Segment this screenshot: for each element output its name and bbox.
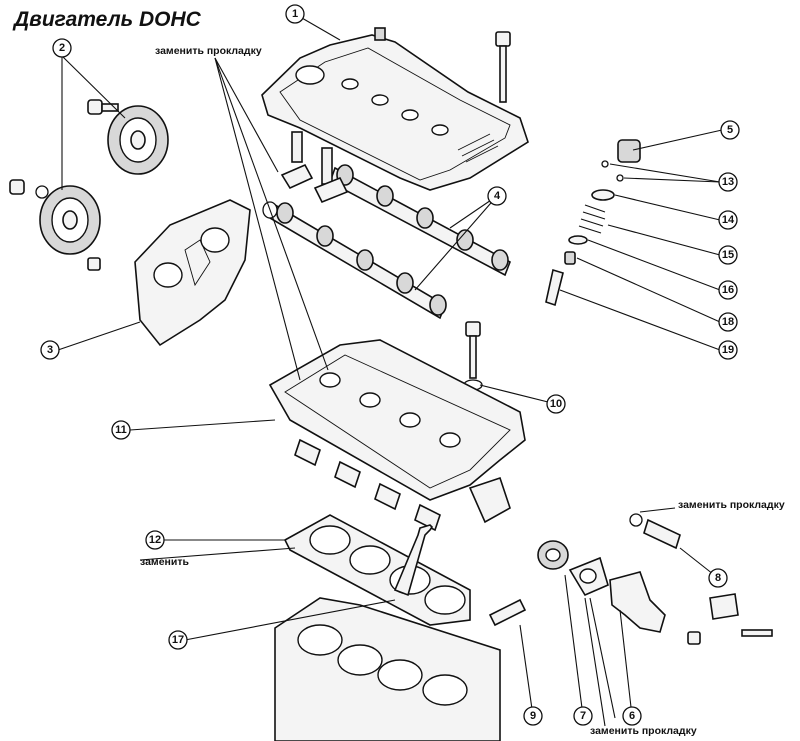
- camshaft-sprocket-upper: [87, 99, 169, 175]
- callout-2: 2: [52, 38, 72, 58]
- svg-text:6: 6: [629, 710, 635, 722]
- thermostat: [537, 540, 569, 570]
- callout-17: 17: [168, 630, 188, 650]
- timing-belt-cover: [87, 199, 251, 347]
- svg-text:17: 17: [172, 634, 184, 646]
- callout-13: 13: [718, 172, 738, 192]
- callout-6: 6: [622, 706, 642, 726]
- thermostat-gasket: [568, 556, 609, 597]
- callout-7: 7: [573, 706, 593, 726]
- note-replace: заменить: [140, 556, 189, 568]
- svg-text:1: 1: [292, 8, 298, 20]
- engine-block: [274, 597, 501, 741]
- callout-9: 9: [523, 706, 543, 726]
- callout-1: 1: [285, 4, 305, 24]
- valve-spring: [578, 204, 606, 234]
- water-outlet: [609, 571, 773, 645]
- leader-lines: [57, 13, 723, 727]
- svg-text:15: 15: [722, 249, 734, 261]
- svg-text:19: 19: [722, 344, 734, 356]
- callout-11: 11: [111, 420, 131, 440]
- svg-text:3: 3: [47, 344, 53, 356]
- callout-3: 3: [40, 340, 60, 360]
- camshaft-cap-bolts: [280, 131, 349, 204]
- valve-spring-retainer: [591, 189, 615, 201]
- callout-19: 19: [718, 340, 738, 360]
- cover-bolt: [495, 31, 511, 103]
- svg-text:12: 12: [149, 534, 161, 546]
- temperature-sensor: [488, 598, 527, 627]
- valve-guide: [545, 268, 564, 307]
- temperature-sender: [629, 513, 681, 550]
- svg-text:7: 7: [580, 710, 586, 722]
- svg-text:18: 18: [722, 316, 734, 328]
- callout-5: 5: [720, 120, 740, 140]
- diagram-title: Двигатель DOHC: [12, 8, 202, 31]
- svg-text:13: 13: [722, 176, 734, 188]
- svg-text:11: 11: [115, 424, 127, 436]
- valve: [393, 524, 434, 597]
- callout-18: 18: [718, 312, 738, 332]
- svg-text:16: 16: [722, 284, 734, 296]
- note-replace-gasket-bottom: заменить прокладку: [590, 725, 697, 737]
- valve-stem-seal: [564, 251, 576, 265]
- note-replace-gasket-right: заменить прокладку: [678, 499, 785, 511]
- camshaft-sprocket-lower: [9, 179, 101, 255]
- callout-4: 4: [487, 186, 507, 206]
- svg-text:9: 9: [530, 710, 536, 722]
- cylinder-head-bolt: [463, 321, 483, 391]
- svg-text:8: 8: [715, 572, 721, 584]
- svg-text:2: 2: [59, 42, 65, 54]
- valve-spring-seat: [568, 235, 588, 245]
- callout-10: 10: [546, 394, 566, 414]
- callout-14: 14: [718, 210, 738, 230]
- valve-lifter: [617, 139, 641, 163]
- svg-text:10: 10: [550, 398, 562, 410]
- svg-text:14: 14: [722, 214, 735, 226]
- callout-15: 15: [718, 245, 738, 265]
- note-replace-gasket-top: заменить прокладку: [155, 45, 262, 57]
- svg-text:5: 5: [727, 124, 733, 136]
- callout-8: 8: [708, 568, 728, 588]
- svg-text:4: 4: [494, 190, 501, 202]
- callout-16: 16: [718, 280, 738, 300]
- callout-12: 12: [145, 530, 165, 550]
- cylinder-head: [268, 339, 526, 532]
- cylinder-head-cover: [261, 27, 529, 191]
- valve-keepers: [601, 160, 624, 182]
